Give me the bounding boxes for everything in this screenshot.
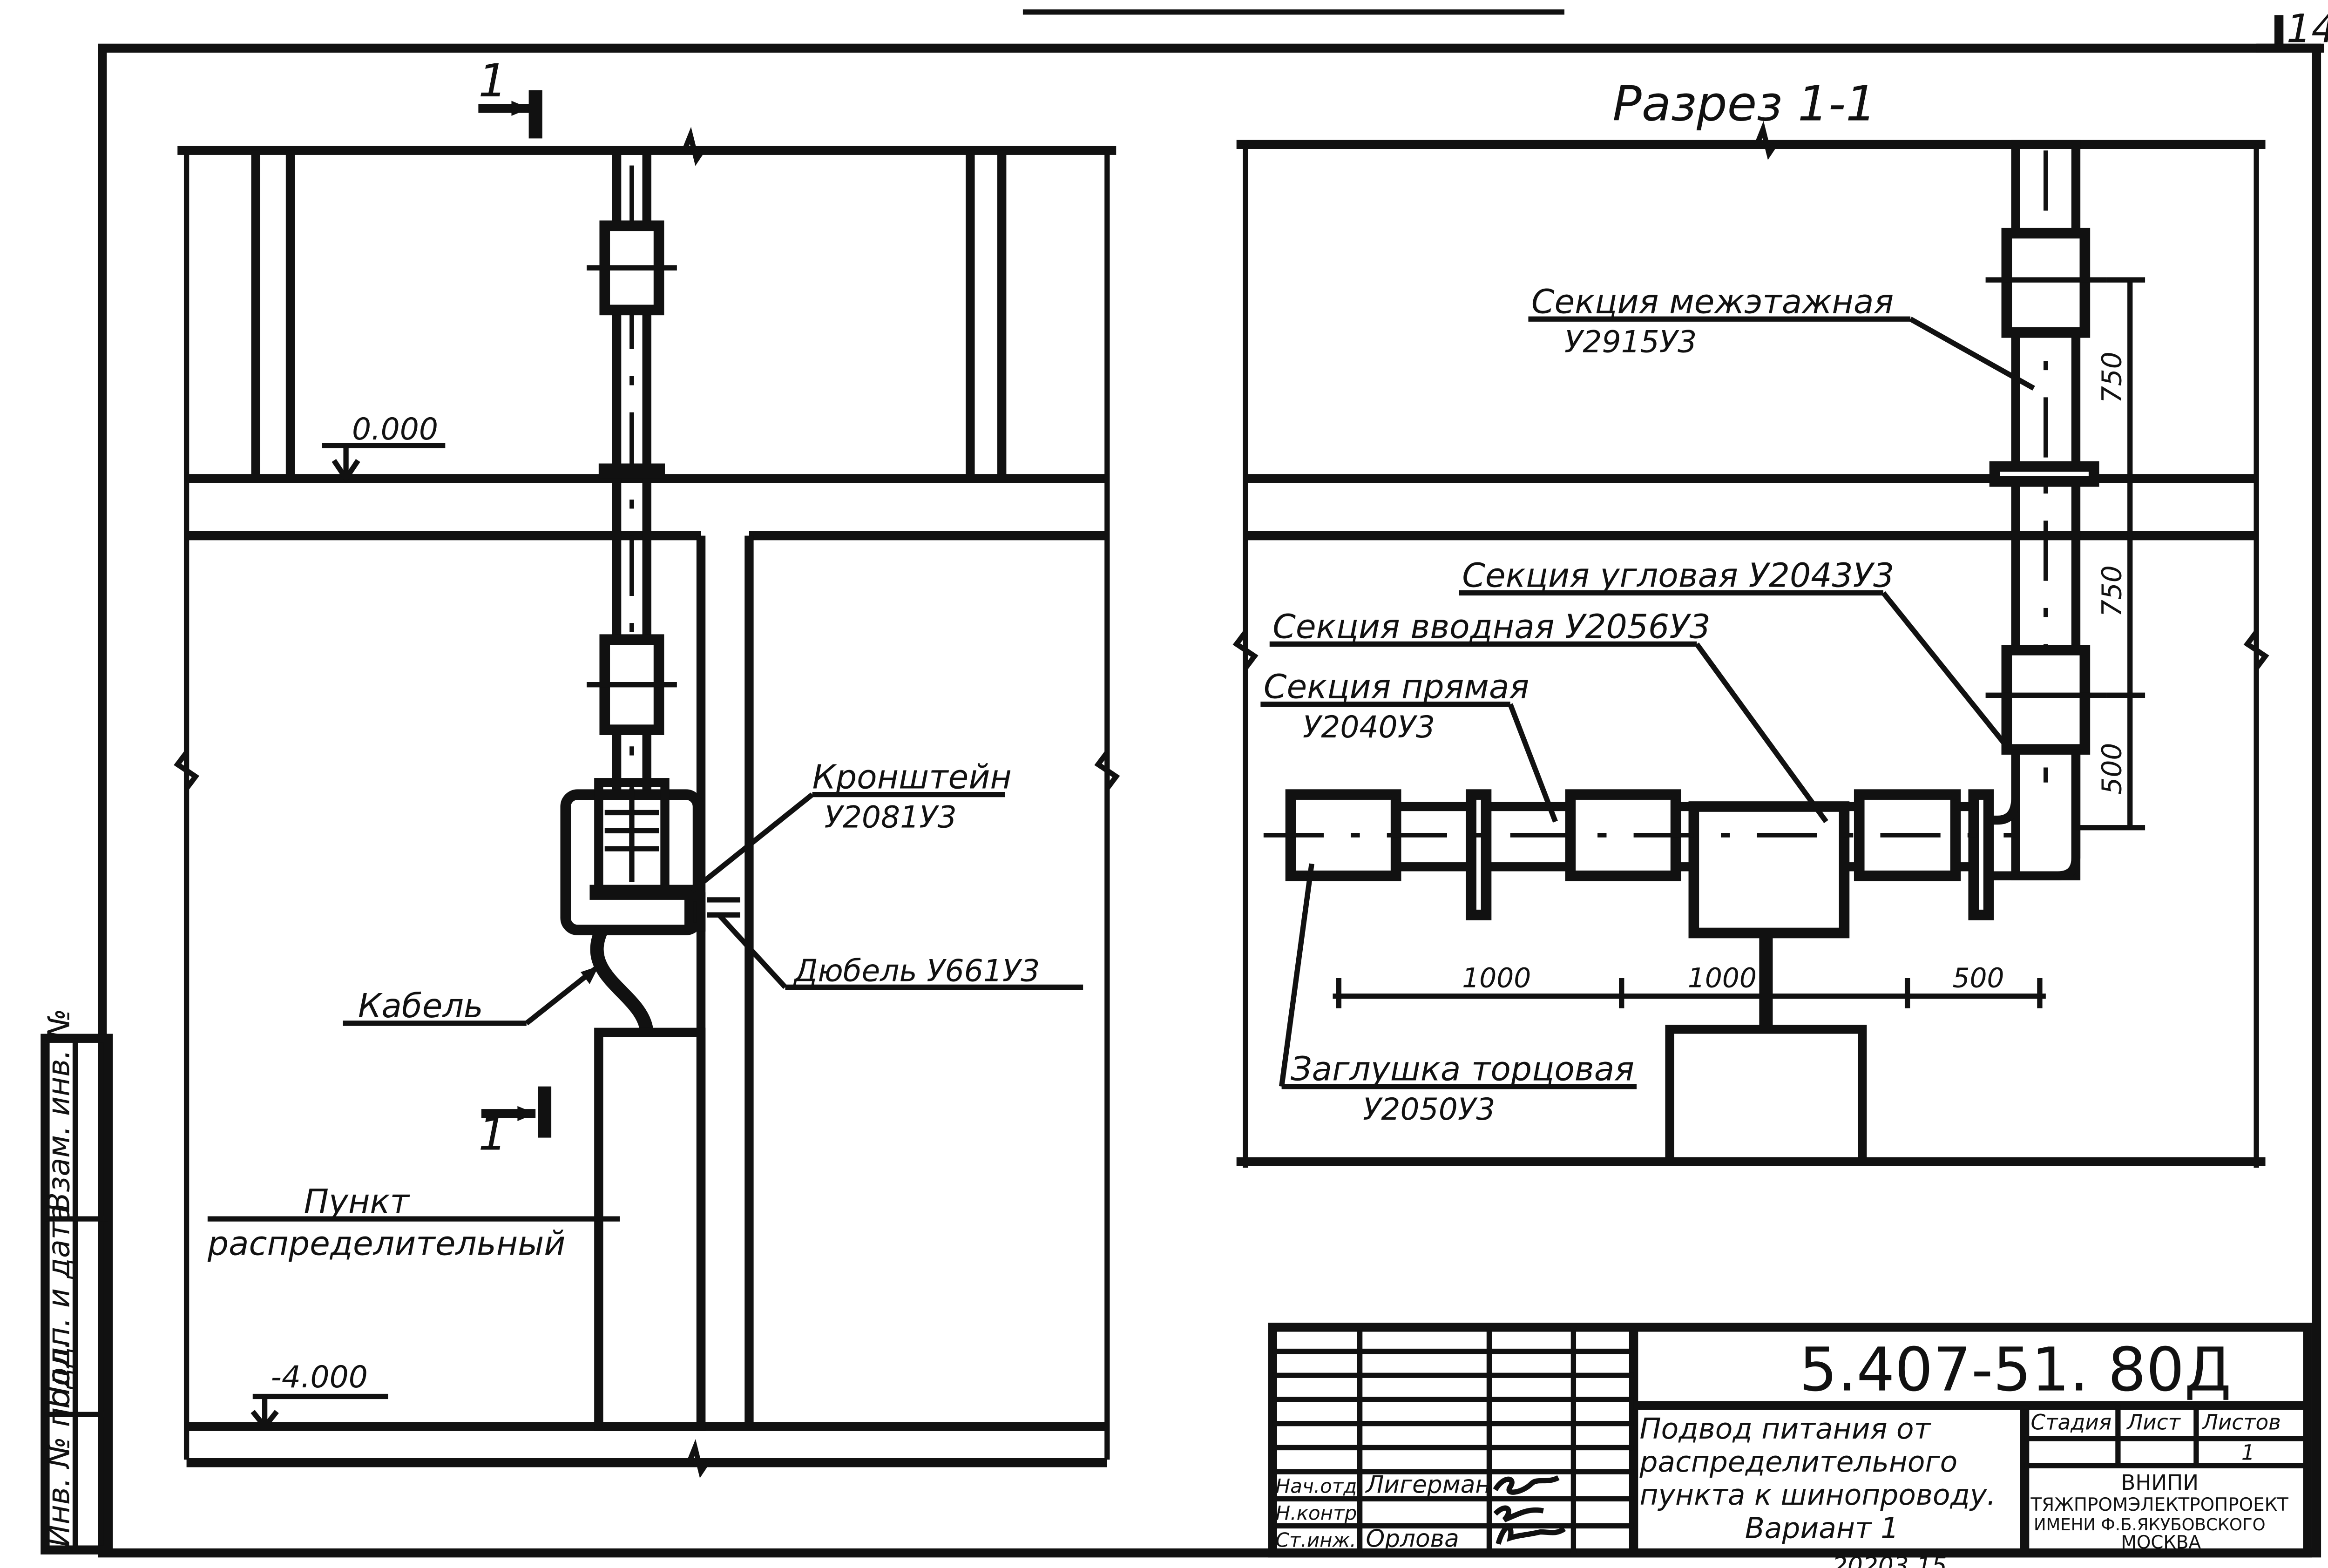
elevation-bottom: -4.000 — [271, 1360, 368, 1395]
left-view: 1 1 0.000 Кр — [174, 54, 1120, 1478]
org-line-3: ИМЕНИ Ф.Б.ЯКУБОВСКОГО — [2034, 1515, 2266, 1534]
dim-horizontal-2: 1000 — [1688, 962, 1757, 994]
role-3: Ст.инж. — [1276, 1529, 1356, 1552]
section-title: Разрез 1-1 — [1612, 76, 1876, 132]
sheets-value: 1 — [2241, 1440, 2255, 1465]
section-mark-top: 1 — [478, 54, 507, 107]
input-label: Секция вводная У2056У3 — [1272, 607, 1711, 646]
straight-code: У2040У3 — [1303, 710, 1435, 745]
dim-vertical-3: 500 — [2096, 743, 2127, 795]
section-mark-bottom: 1 — [478, 1108, 507, 1160]
sheet-number: 14 — [2287, 6, 2328, 51]
org-line-2: ТЯЖПРОМЭЛЕКТРОПРОЕКТ — [2030, 1494, 2289, 1515]
signature-3 — [1496, 1525, 1566, 1545]
cabinet-label-1: Пункт — [304, 1182, 411, 1221]
role-1: Нач.отд. — [1276, 1474, 1363, 1497]
dim-horizontal-3: 500 — [1953, 962, 2004, 994]
dim-vertical-2: 750 — [2096, 565, 2127, 617]
endcap-label: Заглушка торцовая — [1291, 1050, 1634, 1088]
description-line-1: Подвод питания от — [1640, 1413, 1932, 1446]
role-1-name: Лигерман — [1365, 1471, 1491, 1499]
interfloor-code: У2915У3 — [1564, 324, 1697, 359]
dim-vertical-1: 750 — [2096, 351, 2127, 403]
cabinet-label-2: распределительный — [207, 1224, 566, 1263]
dim-horizontal-1: 1000 — [1462, 962, 1531, 994]
side-label-sign: Подп. и дата — [42, 1203, 77, 1408]
footer-number: 20203 15 — [1832, 1552, 1947, 1568]
description-line-3: пункта к шинопроводу. — [1640, 1479, 1996, 1512]
bracket-label: Кронштейн — [812, 758, 1012, 797]
right-view: Разрез 1-1 — [1232, 76, 2269, 1168]
role-3-name: Орлова — [1366, 1525, 1459, 1553]
side-label-inv: Инв. № подл. — [42, 1339, 77, 1547]
role-2: Н.контр. — [1276, 1502, 1363, 1525]
org-line-4: МОСКВА — [2121, 1532, 2201, 1553]
sheets-header: Листов — [2201, 1410, 2281, 1435]
signature-1 — [1493, 1475, 1560, 1495]
description-line-4: Вариант 1 — [1745, 1512, 1899, 1545]
corner-label: Секция угловая У2043У3 — [1462, 556, 1894, 595]
straight-label: Секция прямая — [1264, 668, 1529, 706]
elevation-top: 0.000 — [352, 412, 438, 447]
endcap-code: У2050У3 — [1363, 1092, 1495, 1127]
dowel-label: Дюбель У661У3 — [793, 953, 1040, 988]
sheet-header: Лист — [2126, 1410, 2181, 1435]
interfloor-label: Секция межэтажная — [1531, 282, 1894, 321]
description-line-2: распределительного — [1639, 1446, 1958, 1479]
bracket-code: У2081У3 — [824, 800, 956, 835]
title-block: 5.407-51. 80Д Подвод питания от распреде… — [1268, 1323, 2312, 1568]
side-stamp: Инв. № подл. Подп. и дата Взам. инв. № — [41, 1008, 113, 1554]
org-line-1: ВНИПИ — [2121, 1470, 2199, 1495]
drawing-code: 5.407-51. 80Д — [1799, 1335, 2232, 1405]
cable-label: Кабель — [358, 987, 483, 1025]
sheet-frame: 14 — [98, 6, 2328, 1558]
signature-2 — [1493, 1505, 1544, 1522]
stage-header: Стадия — [2031, 1410, 2112, 1435]
side-label-replace: Взам. инв. № — [42, 1008, 77, 1213]
